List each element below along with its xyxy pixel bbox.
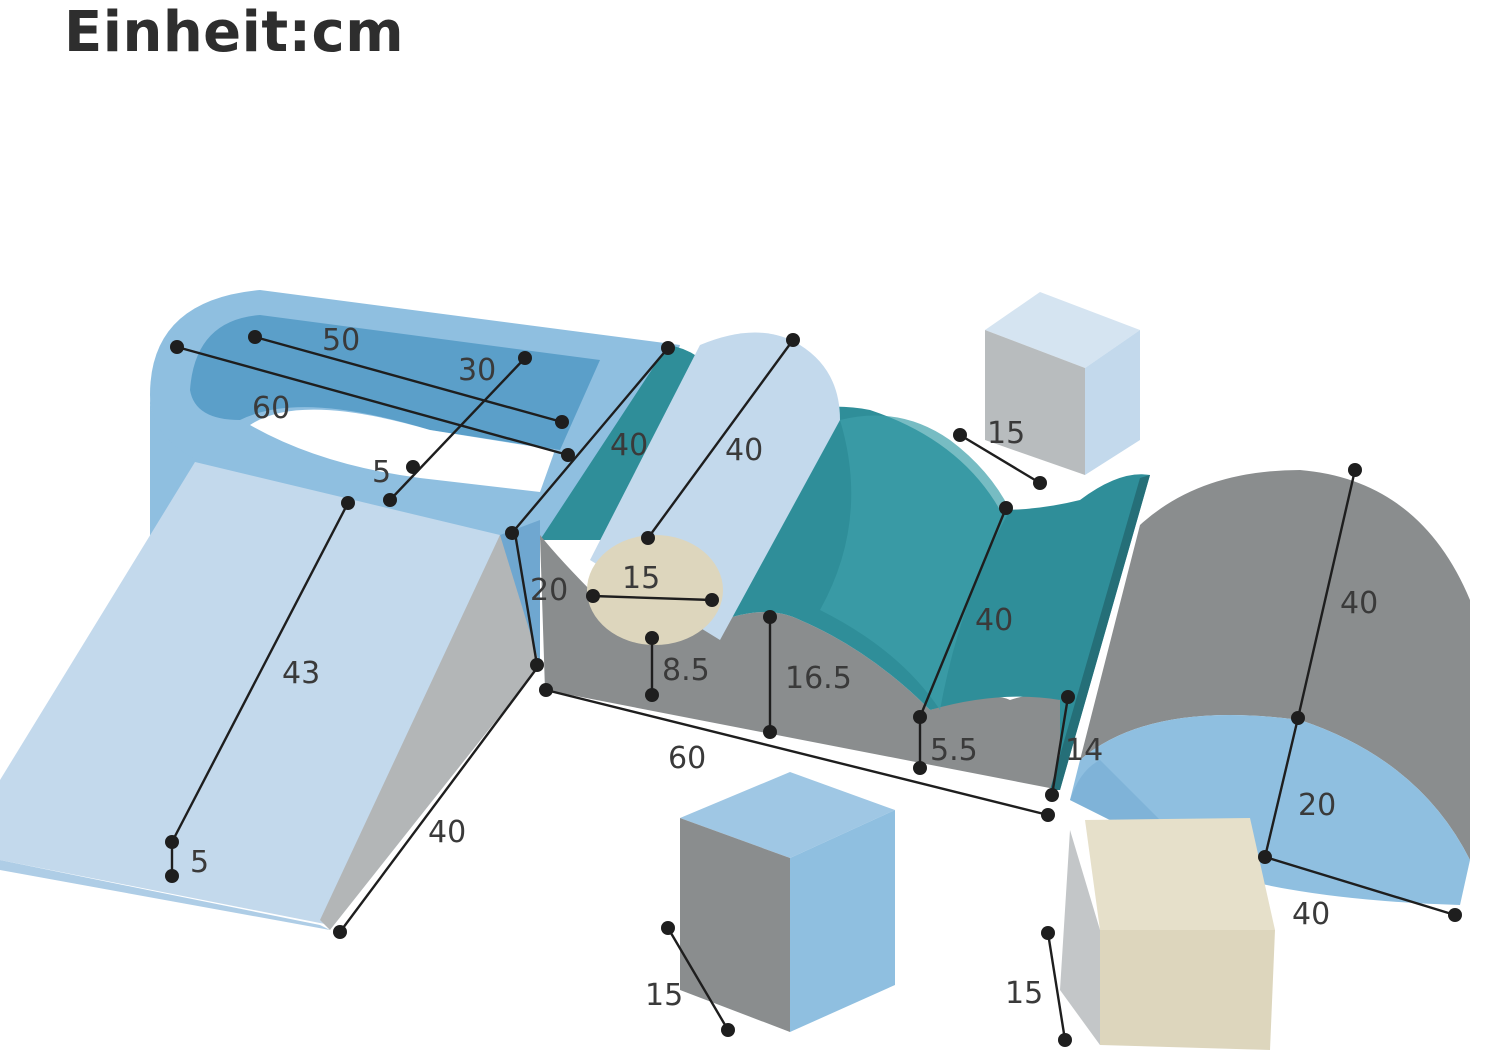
roller-length-label: 40 bbox=[725, 433, 763, 468]
wave-end-height-label: 14 bbox=[1065, 733, 1103, 768]
half-cylinder-width-label: 40 bbox=[1292, 897, 1330, 932]
u-outer-length-label: 60 bbox=[252, 391, 290, 426]
u-depth-label: 40 bbox=[610, 428, 648, 463]
u-height-label: 20 bbox=[530, 573, 568, 608]
u-inner-length-label: 50 bbox=[322, 323, 360, 358]
dimension-lines bbox=[165, 330, 1462, 1047]
cube-front-left bbox=[680, 772, 895, 1032]
ramp bbox=[0, 462, 540, 930]
roller bbox=[587, 332, 840, 645]
cube-front-left-size-label: 15 bbox=[645, 978, 683, 1013]
half-cylinder-height-label: 40 bbox=[1340, 586, 1378, 621]
wave-low-height-label: 5.5 bbox=[930, 733, 978, 768]
ramp-width-label: 40 bbox=[428, 815, 466, 850]
roller-diameter-label: 15 bbox=[622, 561, 660, 596]
cube-front-right-size-label: 15 bbox=[1005, 976, 1043, 1011]
wave-width-label: 40 bbox=[975, 603, 1013, 638]
half-cylinder-radius-label: 20 bbox=[1298, 788, 1336, 823]
cube-front-right bbox=[1060, 818, 1275, 1050]
u-rim-label: 5 bbox=[372, 455, 391, 490]
cube-top bbox=[985, 292, 1140, 475]
cube-top-size-label: 15 bbox=[987, 416, 1025, 451]
wave-length-label: 60 bbox=[668, 741, 706, 776]
u-width-label: 30 bbox=[458, 353, 496, 388]
page-title: Einheit:cm bbox=[64, 0, 405, 65]
ramp-length-label: 43 bbox=[282, 656, 320, 691]
wave-dip-height-label: 8.5 bbox=[662, 653, 710, 688]
ramp-thickness-label: 5 bbox=[190, 845, 209, 880]
teal-block bbox=[540, 345, 720, 540]
wave-crest-height-label: 16.5 bbox=[785, 661, 852, 696]
